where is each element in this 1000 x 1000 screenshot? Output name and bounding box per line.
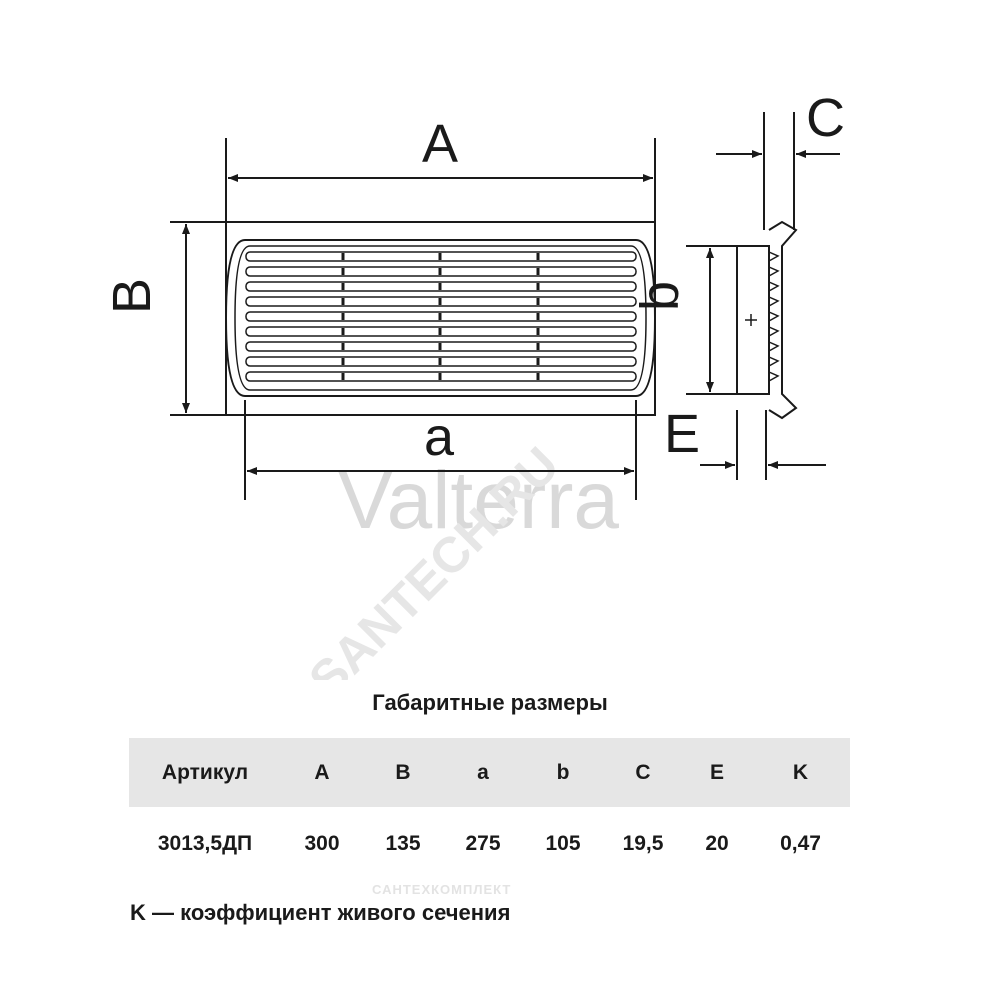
header-K: K (751, 738, 850, 807)
dim-label-b: b (630, 281, 690, 311)
header-A: A (281, 738, 363, 807)
header-B: B (363, 738, 443, 807)
dimension-lines (170, 112, 840, 500)
grille-side-view (736, 220, 798, 420)
dim-label-B: B (102, 278, 162, 314)
header-C: C (603, 738, 683, 807)
side-slat-profile (768, 356, 780, 367)
louver-slat (245, 341, 637, 352)
side-slat-profile (768, 311, 780, 322)
louver-slat (245, 356, 637, 367)
dimensions-table: Артикул A B a b C E K 3013,5ДП 300 135 2… (129, 738, 850, 881)
cell-b: 105 (545, 832, 581, 855)
side-slat-profile (768, 266, 780, 277)
dim-label-A: A (422, 114, 458, 174)
cell-article: 3013,5ДП (157, 832, 253, 855)
header-article: Артикул (129, 738, 281, 807)
louver-slat (245, 281, 637, 292)
cell-E: 20 (705, 832, 729, 855)
table-title: Габаритные размеры (372, 690, 608, 715)
side-slat-profile (768, 371, 780, 382)
louver-slat (245, 311, 637, 322)
table-row: 3013,5ДП 300 135 275 105 19,5 20 0,47 (129, 807, 850, 881)
louver-slat (245, 326, 637, 337)
side-slat-profile (768, 296, 780, 307)
dim-label-C: C (806, 88, 845, 148)
dim-label-a: a (424, 407, 455, 467)
header-a: a (443, 738, 523, 807)
technical-drawing: Valterra SANTECH.RU (102, 88, 845, 680)
dim-label-E: E (664, 404, 700, 464)
cell-C: 19,5 (622, 832, 664, 855)
side-slat-profile (768, 251, 780, 262)
cell-B: 135 (385, 832, 421, 855)
side-slat-profile (768, 281, 780, 292)
louver-slat (245, 251, 637, 262)
louver-slat (245, 266, 637, 277)
cell-A: 300 (304, 832, 340, 855)
louver-slat (245, 371, 637, 382)
cell-K: 0,47 (780, 832, 821, 855)
table-header-row: Артикул A B a b C E K (129, 738, 850, 807)
side-slat-profile (768, 326, 780, 337)
header-b: b (523, 738, 603, 807)
grille-front-view (224, 221, 657, 416)
cell-a: 275 (465, 832, 501, 855)
louver-slat (245, 296, 637, 307)
company-watermark: САНТЕХКОМПЛЕКТ (372, 882, 512, 897)
header-E: E (683, 738, 751, 807)
side-slat-profile (768, 341, 780, 352)
screw-mark (745, 314, 757, 326)
footnote: K — коэффициент живого сечения (130, 900, 511, 925)
